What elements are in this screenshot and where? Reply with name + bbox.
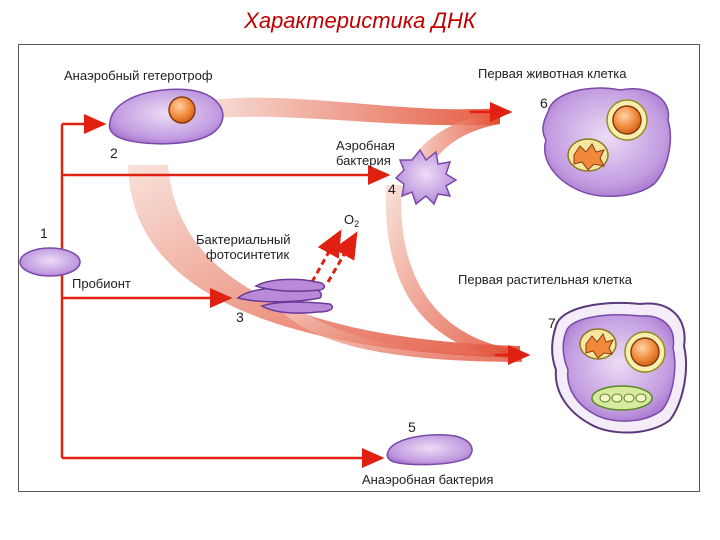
label-bacterial-photosynthetic-1: Бактериальный (196, 232, 291, 247)
flow-band-aerobe-to-plant (385, 185, 520, 360)
label-aerobic-bacterium-1: Аэробная (336, 138, 395, 153)
flow-band-heterotroph-to-plant (128, 165, 520, 358)
plant-cell-nucleus (630, 337, 660, 367)
number-7: 7 (548, 315, 556, 331)
first-animal-cell (542, 87, 672, 197)
probiont-cell (19, 247, 81, 277)
label-aerobic-bacterium-2: бактерия (336, 153, 391, 168)
anaerobic-heterotroph-cell (108, 88, 224, 145)
label-probiont: Пробионт (72, 276, 131, 291)
number-6: 6 (540, 95, 548, 111)
heterotroph-nucleus (168, 96, 196, 124)
aerobic-bacterium-cell (394, 148, 458, 206)
animal-cell-mitochondrion (567, 138, 609, 172)
label-bacterial-photosynthetic-2: фотосинтетик (206, 247, 289, 262)
flow-band-heterotroph-to-animal (210, 97, 500, 126)
number-2: 2 (110, 145, 118, 161)
oxygen-arrow-1 (310, 229, 342, 283)
photosynthetic-bacterium-cell (236, 278, 334, 314)
plant-cell-chloroplast (591, 385, 653, 411)
number-3: 3 (236, 309, 244, 325)
number-4: 4 (388, 181, 396, 197)
anaerobic-bacterium-cell (386, 434, 473, 466)
number-5: 5 (408, 419, 416, 435)
label-first-plant-cell: Первая растительная клетка (458, 272, 633, 287)
oxygen-arrow-2 (326, 231, 358, 283)
label-anaerobic-heterotroph: Анаэробный гетеротроф (64, 68, 213, 83)
label-anaerobic-bacterium: Анаэробная бактерия (362, 472, 493, 487)
label-first-animal-cell: Первая животная клетка (478, 66, 627, 81)
slide-title: Характеристика ДНК (244, 8, 476, 33)
label-oxygen: O2 (344, 212, 359, 229)
number-1: 1 (40, 225, 48, 241)
plant-cell-mitochondrion (579, 328, 617, 360)
animal-cell-nucleus (612, 105, 642, 135)
